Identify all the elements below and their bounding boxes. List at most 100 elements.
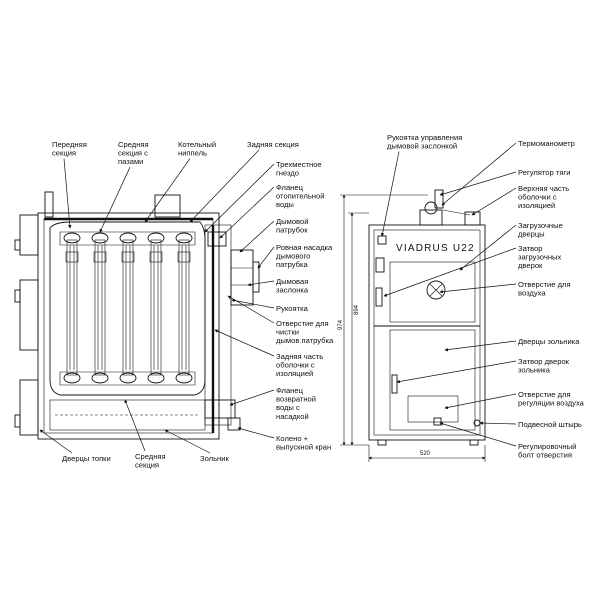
section-tubes — [63, 232, 193, 384]
leader-line — [247, 280, 275, 287]
upper-header — [59, 231, 196, 246]
leader-line — [237, 427, 275, 439]
leader-line — [63, 158, 72, 229]
leader-line — [227, 295, 275, 324]
label-text: Зольник — [200, 454, 229, 463]
door-hinge-lower — [14, 414, 21, 428]
door-hinge-middle — [14, 289, 21, 303]
heat-exchanger-outline — [49, 221, 206, 396]
section-cup-top — [147, 232, 165, 244]
drain-cock-part — [227, 417, 241, 431]
dim-894: 894 — [354, 304, 360, 315]
top-connector — [154, 194, 181, 218]
leader-line — [439, 422, 517, 447]
leader-line — [441, 142, 517, 206]
label-ash-door: Дверцы зольника — [444, 337, 580, 352]
leader-line — [124, 399, 146, 452]
leader-line — [189, 149, 260, 223]
leader-line — [439, 283, 517, 294]
label-firebox-door: Дверцы топки — [39, 429, 111, 463]
leader-line — [471, 187, 517, 216]
return-flange-part — [204, 399, 236, 419]
leader-line — [39, 429, 73, 454]
loading-door-outline — [389, 261, 476, 323]
foot-right — [469, 439, 479, 446]
inner-casing — [43, 218, 214, 434]
label-text: Дверцы зольника — [518, 337, 580, 346]
thermometer-housing — [419, 209, 443, 226]
control-handle-knob — [377, 235, 387, 245]
label-hanging-pin: Подвесной штырь — [479, 420, 582, 429]
section-cup-top — [175, 232, 193, 244]
section-tube — [66, 239, 78, 376]
section-cup-top — [91, 232, 109, 244]
leader-line — [164, 429, 211, 454]
leader-line — [439, 171, 517, 196]
leader-line — [204, 163, 275, 233]
section-tube — [150, 239, 162, 376]
label-text: Колено +выпускной кран — [276, 434, 331, 452]
leader-line — [231, 298, 275, 309]
section-tube — [178, 239, 190, 376]
label-text: Регулятор тяги — [518, 168, 570, 177]
section-tube — [94, 239, 106, 376]
front-top-socket — [44, 191, 54, 218]
section-cup-bottom — [147, 372, 165, 384]
front-casing-inner — [373, 229, 481, 436]
loading-latch-block — [375, 287, 383, 307]
leader-line — [214, 329, 275, 357]
label-handle: Рукоятка — [231, 298, 309, 313]
leader-line — [239, 220, 275, 253]
label-draft-regulator: Регулятор тяги — [439, 168, 570, 196]
rear-top-cap — [464, 211, 481, 226]
heating-flange-part — [207, 231, 227, 247]
section-tube — [122, 239, 134, 376]
dim-520: 520 — [420, 451, 431, 457]
leader-line — [459, 224, 517, 271]
ash-door-outline — [389, 329, 476, 431]
label-ash-pan: Зольник — [164, 429, 229, 463]
leader-line — [396, 360, 517, 384]
door-hinge-upper — [14, 239, 21, 251]
draft-regulator-body — [434, 189, 444, 209]
section-cup-top — [63, 232, 81, 244]
front-plate-lower — [19, 379, 39, 436]
smoke-pipe-box — [230, 249, 254, 306]
label-text: Термоманометр — [518, 139, 575, 148]
label-thermometer: Термоманометр — [441, 139, 575, 206]
section-cup-bottom — [119, 372, 137, 384]
label-text: Дверцы топки — [62, 454, 111, 463]
left-boiler-section — [14, 191, 260, 440]
dim-974: 974 — [338, 319, 344, 330]
adjusting-bolt-part — [433, 417, 442, 426]
leader-line — [219, 186, 275, 239]
leader-line — [144, 158, 191, 223]
